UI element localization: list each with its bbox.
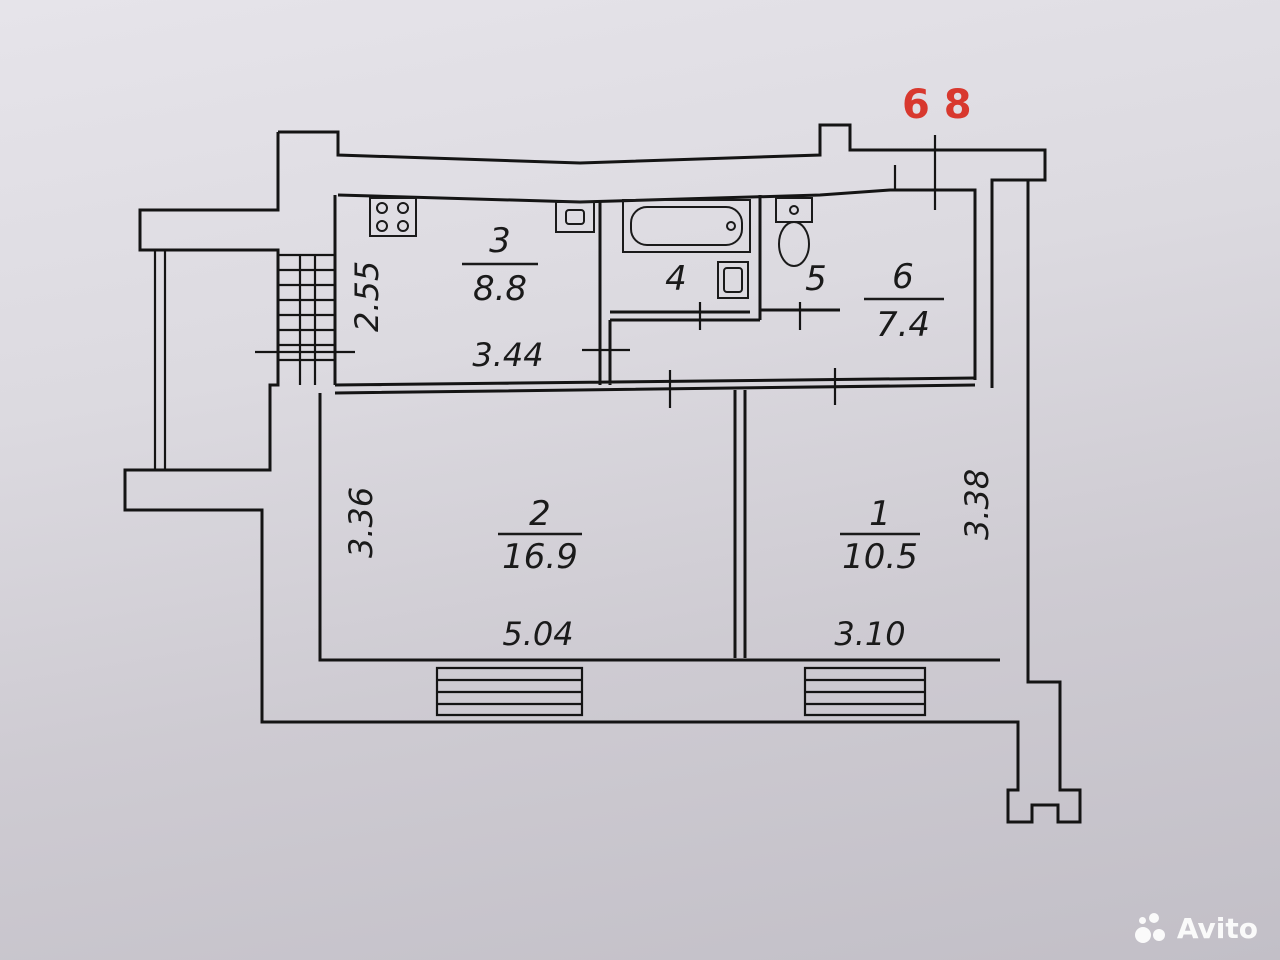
washbasin-icon xyxy=(717,261,749,299)
top-wall xyxy=(278,123,1047,388)
room-1-label: 1 10.5 xyxy=(840,494,920,577)
stove-icon xyxy=(369,197,417,237)
outer-walls xyxy=(123,123,1082,824)
handwritten-note: 6 8 xyxy=(902,82,972,128)
room-4-label: 4 xyxy=(665,259,687,299)
kitchen-height-dimension: 2.55 xyxy=(348,261,386,332)
room-area: 7.4 xyxy=(876,305,930,345)
room1-width-dimension: 3.10 xyxy=(834,615,905,653)
watermark-text: Avito xyxy=(1176,911,1258,945)
door-ticks xyxy=(255,135,937,408)
room2-height-dimension: 3.36 xyxy=(342,487,380,558)
bottom-windows xyxy=(435,666,927,717)
kitchen-width-dimension: 3.44 xyxy=(472,336,543,374)
bathtub-icon xyxy=(622,199,751,253)
room-number: 1 xyxy=(869,494,891,534)
toilet-icon xyxy=(775,197,813,267)
room-area: 16.9 xyxy=(502,537,578,577)
balcony-frame xyxy=(153,250,167,470)
room-number: 3 xyxy=(489,221,511,261)
room-2-label: 2 16.9 xyxy=(498,494,582,577)
room-area: 10.5 xyxy=(842,537,918,577)
left-wall xyxy=(123,132,1082,824)
room-area: 8.8 xyxy=(473,269,527,309)
avito-watermark: Avito xyxy=(1134,910,1258,946)
room-6-label: 6 7.4 xyxy=(864,257,944,345)
room-number: 2 xyxy=(529,494,551,534)
room1-height-dimension: 3.38 xyxy=(958,469,996,540)
stair-hatch xyxy=(278,253,335,385)
avito-logo-icon xyxy=(1134,911,1169,945)
room-3-label: 3 8.8 xyxy=(462,221,538,309)
kitchen-sink-icon xyxy=(555,201,595,233)
room2-width-dimension: 5.04 xyxy=(502,615,573,653)
room-5-label: 5 xyxy=(805,259,827,299)
room-number: 6 xyxy=(892,257,914,297)
